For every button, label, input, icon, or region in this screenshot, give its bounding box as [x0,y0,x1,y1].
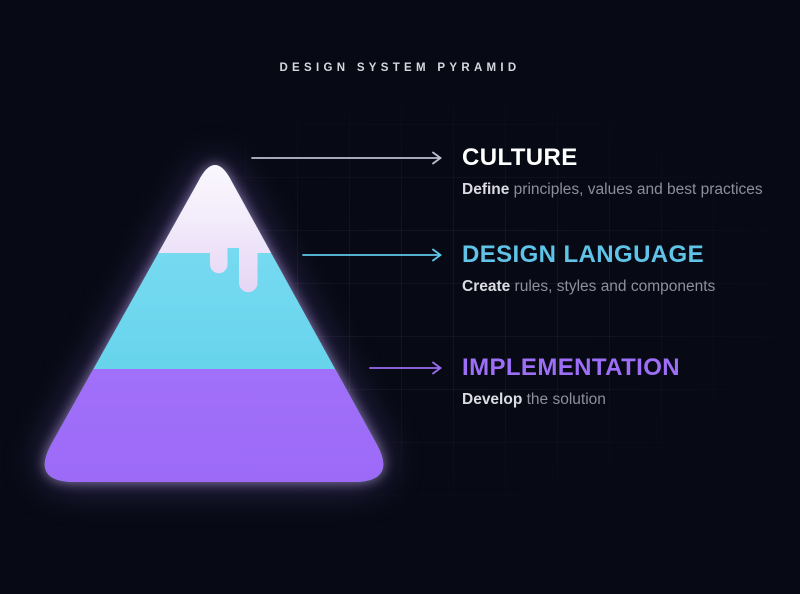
level-design-language-heading: DESIGN LANGUAGE [462,241,705,268]
page-title: DESIGN SYSTEM PYRAMID [279,62,521,74]
level-implementation: IMPLEMENTATION Develop the solution [462,354,792,409]
level-implementation-detail: the solution [522,391,606,408]
level-culture-heading: CULTURE [462,144,578,171]
level-culture-description: Define principles, values and best pract… [462,181,763,199]
design-language-arrow [302,248,443,262]
implementation-arrow [369,361,443,375]
level-design-language: DESIGN LANGUAGE Create rules, styles and… [462,241,792,296]
culture-arrow [251,151,443,165]
level-implementation-heading: IMPLEMENTATION [462,354,681,381]
level-design-language-description: Create rules, styles and components [462,278,715,296]
pyramid-bottom-segment [44,369,384,482]
level-implementation-verb: Develop [462,391,523,408]
level-implementation-description: Develop the solution [462,391,606,409]
level-culture: CULTURE Define principles, values and be… [462,144,792,199]
level-design-language-detail: rules, styles and components [510,278,716,295]
level-culture-detail: principles, values and best practices [509,181,763,198]
level-design-language-verb: Create [462,278,511,295]
level-culture-verb: Define [462,181,510,198]
